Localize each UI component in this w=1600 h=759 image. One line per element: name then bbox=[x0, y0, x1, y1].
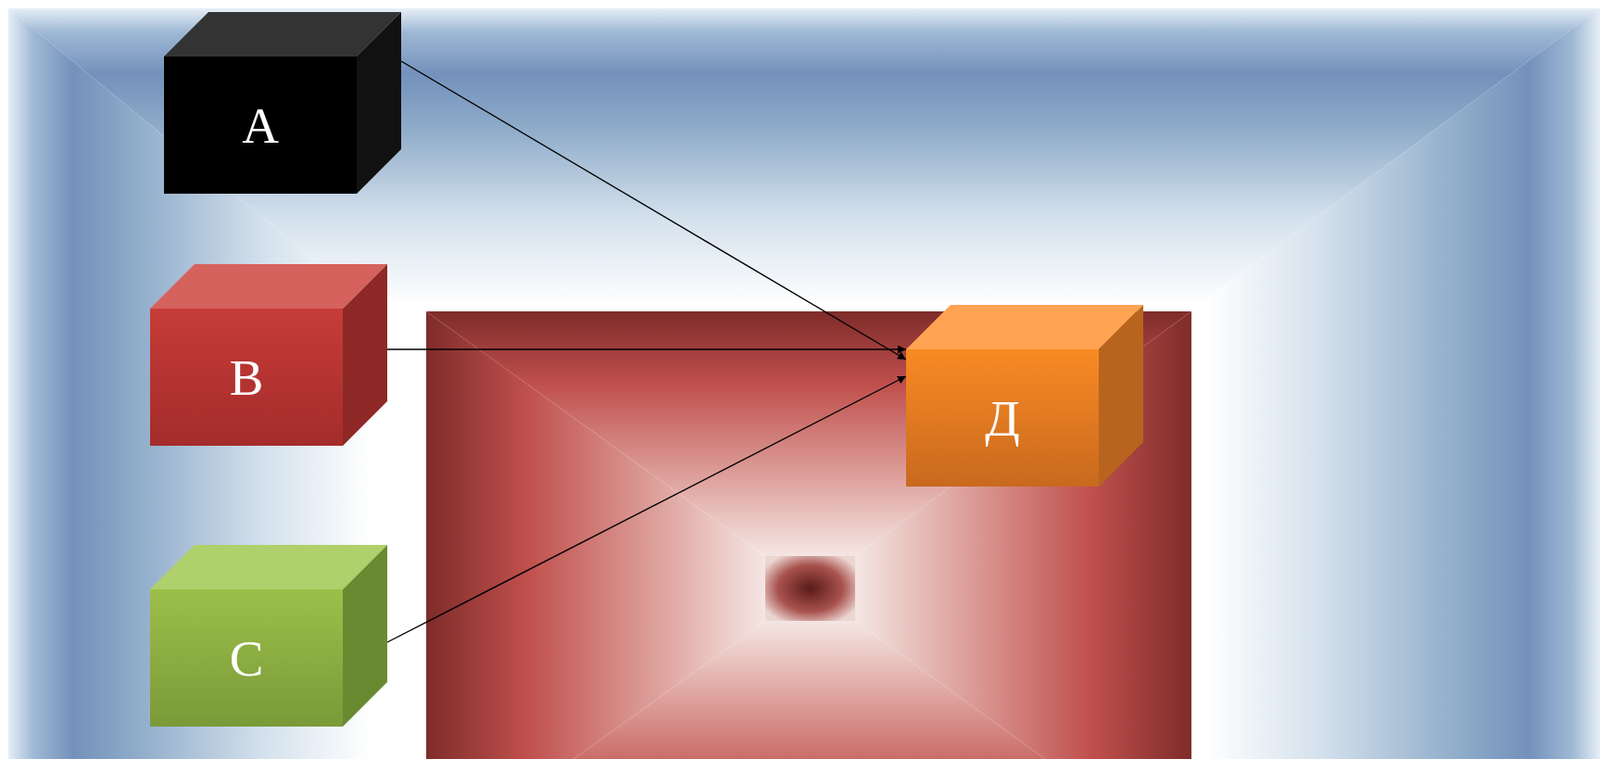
arrow-connector bbox=[387, 376, 907, 643]
node-label: С bbox=[229, 632, 265, 684]
cube-side bbox=[1098, 304, 1144, 487]
square-halo bbox=[415, 300, 1203, 759]
square-left bbox=[426, 311, 766, 759]
cube-front bbox=[150, 589, 343, 727]
cube-shape bbox=[163, 12, 402, 194]
node-label: А bbox=[241, 100, 279, 152]
cube-side bbox=[342, 264, 388, 446]
cube-face: С bbox=[150, 589, 343, 727]
cube-face: В bbox=[150, 308, 343, 446]
arrow-connector bbox=[401, 61, 907, 360]
cube-front bbox=[163, 56, 357, 194]
frame-left bbox=[8, 8, 371, 759]
arrow-connector bbox=[387, 348, 907, 350]
cube-box: Д bbox=[906, 304, 1144, 487]
cube-shape bbox=[150, 264, 388, 446]
cube-front bbox=[906, 349, 1099, 487]
cube-face: Д bbox=[906, 349, 1099, 487]
cube-box: С bbox=[150, 544, 388, 727]
node-label: Д bbox=[984, 392, 1021, 444]
cube-box: В bbox=[150, 264, 388, 446]
cube-side bbox=[342, 544, 388, 727]
cube-box: А bbox=[163, 12, 402, 194]
cube-side bbox=[356, 12, 402, 194]
square-core bbox=[765, 555, 856, 621]
node-label: В bbox=[229, 352, 265, 404]
cube-shape bbox=[906, 304, 1144, 487]
cube-shape bbox=[150, 544, 388, 727]
cube-front bbox=[150, 308, 343, 446]
frame-right bbox=[1195, 8, 1600, 759]
cube-face: А bbox=[163, 56, 357, 194]
